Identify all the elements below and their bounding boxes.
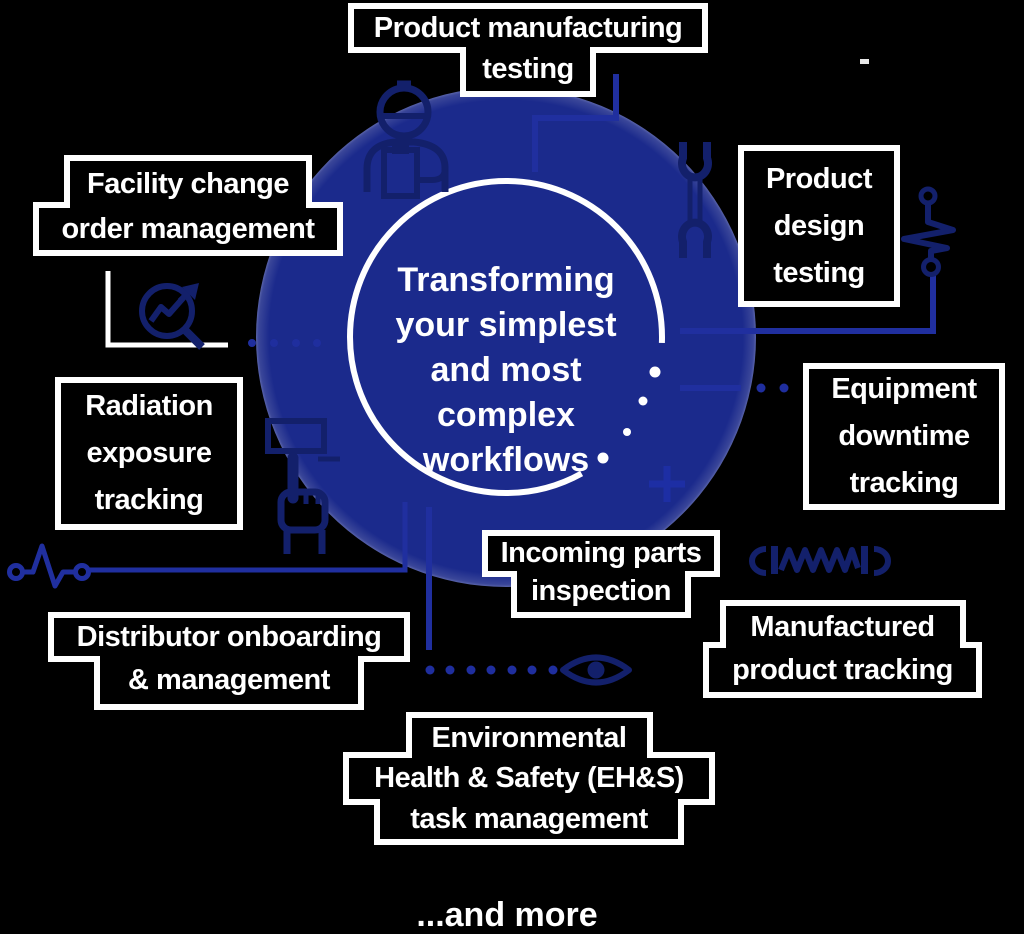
headline-line: and most — [430, 351, 582, 389]
signal-icon — [901, 186, 956, 277]
label-line: downtime — [838, 420, 970, 452]
label-line: testing — [773, 256, 865, 289]
pulse-line-icon — [7, 543, 91, 589]
eye-icon — [560, 654, 632, 686]
label-line: Product manufacturing — [348, 3, 708, 53]
label-product-design-testing: Product design testing — [738, 145, 900, 307]
label-line: order management — [33, 202, 343, 256]
label-line: Facility change — [64, 155, 312, 208]
wrench-icon — [678, 142, 712, 258]
label-radiation-exposure-tracking: Radiation exposure tracking — [55, 377, 243, 530]
facility-connector — [105, 271, 228, 348]
label-line: design — [773, 209, 865, 242]
and-more-text: ...and more — [416, 896, 598, 934]
label-line: Environmental — [405, 712, 653, 758]
headline-line: Transforming — [397, 261, 615, 299]
label-line: tracking — [94, 484, 204, 516]
label-incoming-parts-inspection: Incoming parts inspection — [482, 530, 720, 618]
tiny-dash — [860, 59, 869, 64]
spring-icon — [749, 546, 891, 576]
plus-icon — [649, 466, 685, 502]
label-line: product tracking — [703, 642, 982, 698]
label-line: Radiation — [85, 390, 213, 422]
headline-line: your simplest — [395, 306, 617, 344]
label-facility-change-order-management: Facility change order management — [33, 155, 343, 256]
center-ring — [347, 178, 665, 496]
center-circle-glow — [256, 87, 756, 587]
dotted-connectors — [248, 339, 789, 675]
label-line: Incoming parts — [482, 530, 720, 577]
label-line: Distributor onboarding — [48, 612, 410, 662]
chart-growth-icon — [139, 283, 205, 350]
label-line: testing — [460, 47, 596, 97]
label-ehs-task-management: Environmental Health & Safety (EH&S) tas… — [343, 712, 715, 845]
headline-line: complex — [437, 396, 575, 434]
worker-icon — [363, 80, 449, 199]
label-line: exposure — [86, 437, 212, 469]
headline-line: workflows — [422, 441, 590, 479]
label-line: task management — [374, 799, 684, 845]
label-line: inspection — [511, 571, 691, 618]
label-product-manufacturing-testing: Product manufacturing testing — [348, 3, 708, 97]
touch-screen-icon — [265, 418, 340, 554]
label-distributor-onboarding: Distributor onboarding & management — [48, 612, 410, 710]
label-manufactured-product-tracking: Manufactured product tracking — [703, 600, 982, 698]
label-equipment-downtime-tracking: Equipment downtime tracking — [803, 363, 1005, 510]
connector-lines — [89, 74, 936, 650]
label-line: Manufactured — [719, 600, 966, 648]
center-headline: Transforming your simplest and most comp… — [336, 258, 676, 483]
label-line: Equipment — [831, 373, 977, 405]
ring-trail-dots — [597, 366, 661, 464]
label-line: Health & Safety (EH&S) — [343, 752, 715, 805]
label-line: & management — [94, 656, 364, 710]
label-line: tracking — [849, 467, 959, 499]
label-line: Product — [765, 162, 873, 195]
